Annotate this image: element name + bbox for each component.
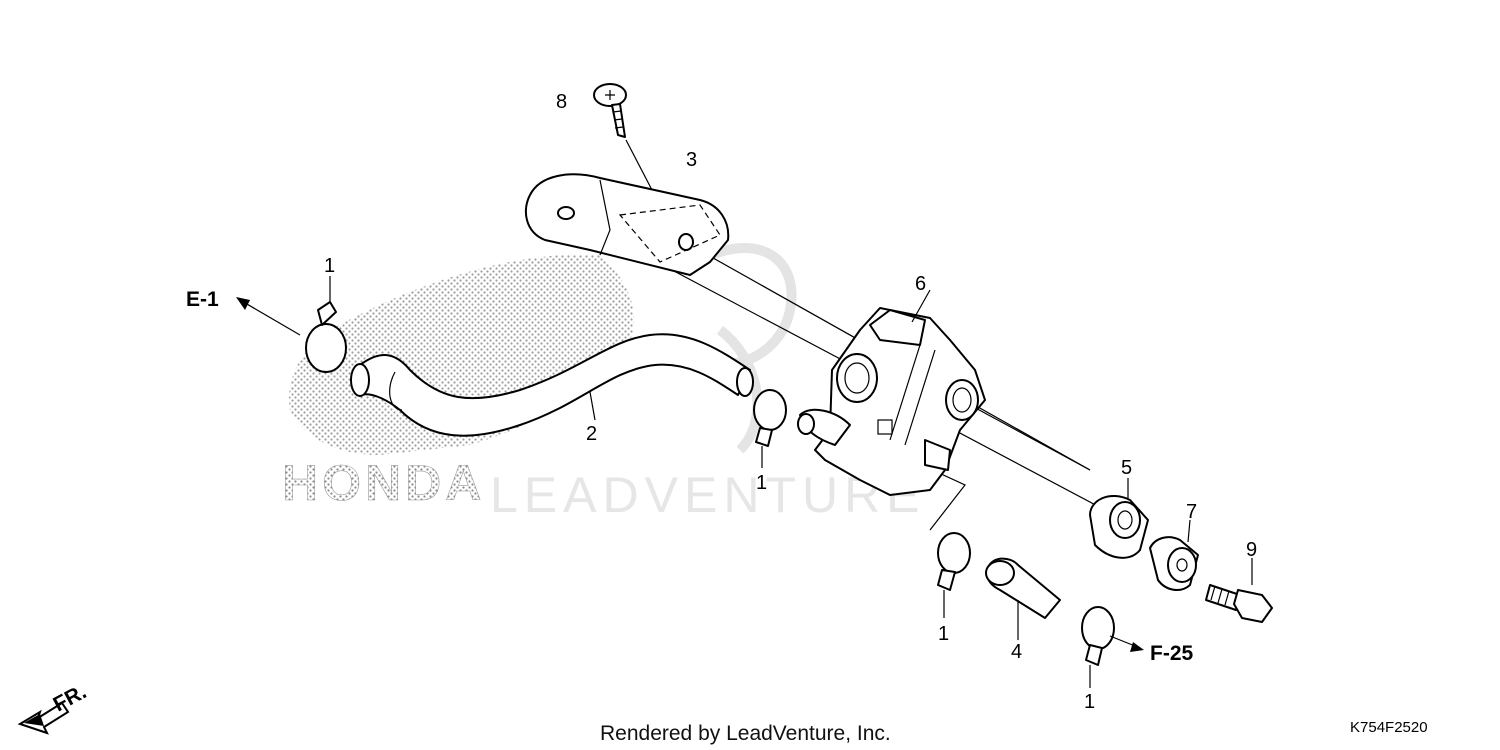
hose-part-4 [985,557,1061,640]
screw-part-8 [593,83,653,191]
callout-1-bottom: 1 [1084,691,1095,713]
bolt-part-9 [1205,558,1273,623]
diagram-code: K754F2520 [1350,719,1428,736]
hose-part-2 [350,333,754,437]
clamp-part-1-c [937,532,971,618]
bracket-part-3 [524,173,730,276]
clamp-part-1-b [753,389,787,468]
rendered-by-text: Rendered by LeadVenture, Inc. [600,722,891,745]
callout-8: 8 [556,91,567,113]
callout-5: 5 [1121,457,1132,479]
honda-watermark-text: HONDA [282,455,485,511]
callout-2: 2 [586,423,597,445]
callout-7: 7 [1186,501,1197,523]
callout-9: 9 [1246,539,1257,561]
leadventure-watermark-text: LEADVENTURE [490,467,926,523]
front-arrow-icon [17,701,70,735]
ref-label-f25: F-25 [1150,642,1194,665]
clamp-part-1-a [305,276,347,373]
clamp-part-1-d [1081,606,1115,688]
callout-6: 6 [915,273,926,295]
connector-part-6 [797,289,986,496]
ref-label-e1: E-1 [186,288,219,311]
callout-4: 4 [1011,641,1022,663]
grommet-part-5 [1089,478,1149,559]
collar-part-7 [1149,519,1199,592]
callout-1-middle: 1 [756,472,767,494]
ref-arrow-e1 [236,297,301,336]
callout-1-top-left: 1 [324,255,335,277]
callout-3: 3 [686,149,697,171]
ref-arrow-f25 [1109,635,1144,652]
callout-1-lower: 1 [938,623,949,645]
